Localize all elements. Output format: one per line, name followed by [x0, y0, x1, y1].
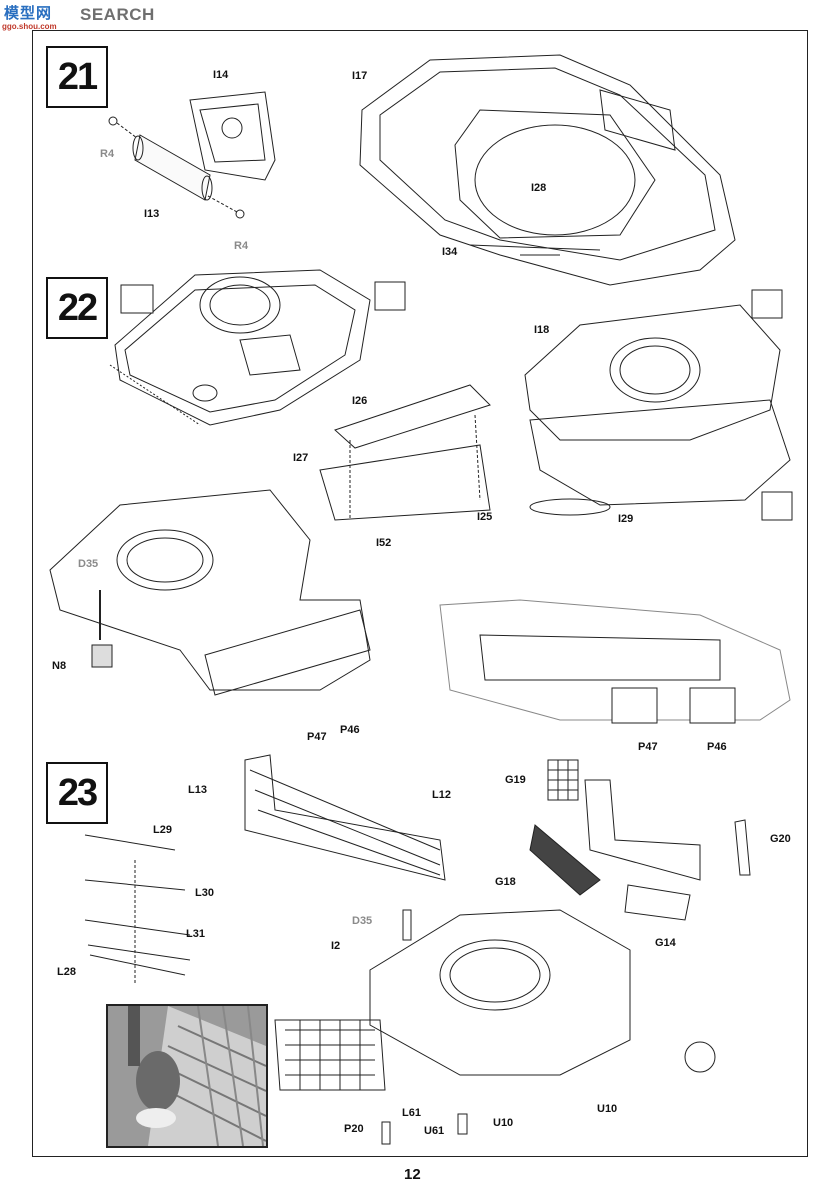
part-label-U10a: U10: [493, 1117, 514, 1129]
part-label-I27: I27: [293, 452, 309, 464]
part-label-D35b: D35: [352, 915, 373, 927]
part-label-I34: I34: [442, 246, 458, 258]
step21-art: [108, 54, 736, 286]
part-label-I28: I28: [531, 182, 547, 194]
part-label-D35a: D35: [78, 558, 99, 570]
part-label-I52: I52: [376, 537, 392, 549]
part-label-N8: N8: [52, 660, 67, 672]
step22-art: [49, 269, 793, 724]
part-label-I29: I29: [618, 513, 634, 525]
part-label-I25: I25: [477, 511, 493, 523]
part-label-I18: I18: [534, 324, 550, 336]
site-logo[interactable]: 模型网 SEARCH ggo.shou.com: [0, 0, 170, 32]
reference-photo-art: [108, 1006, 266, 1146]
step-22-box: 22: [46, 277, 108, 339]
logo-en-text: SEARCH: [80, 5, 155, 24]
part-label-L13: L13: [188, 784, 207, 796]
part-label-G19: G19: [505, 774, 526, 786]
part-label-I26: I26: [352, 395, 368, 407]
logo-url-text: ggo.shou.com: [2, 22, 57, 31]
part-label-P47a: P47: [307, 731, 327, 743]
part-label-U10b: U10: [597, 1103, 618, 1115]
step23-art: [84, 754, 751, 1145]
part-label-R4a: R4: [100, 148, 115, 160]
step-23-box: 23: [46, 762, 108, 824]
part-label-L31: L31: [186, 928, 205, 940]
part-label-L61: L61: [402, 1107, 421, 1119]
part-label-P46b: P46: [707, 741, 727, 753]
page-number: 12: [404, 1166, 421, 1183]
page-frame: [32, 30, 808, 1157]
part-label-G20: G20: [770, 833, 791, 845]
part-label-U61: U61: [424, 1125, 445, 1137]
logo-cn-text: 模型网: [4, 4, 53, 22]
part-label-I2: I2: [331, 940, 341, 952]
part-label-P47b: P47: [638, 741, 658, 753]
part-label-L29: L29: [153, 824, 172, 836]
part-label-I17: I17: [352, 70, 368, 82]
part-label-I13: I13: [144, 208, 160, 220]
part-label-R4b: R4: [234, 240, 249, 252]
part-label-L12: L12: [432, 789, 451, 801]
part-label-P20: P20: [344, 1123, 364, 1135]
part-label-L28: L28: [57, 966, 76, 978]
part-label-P46a: P46: [340, 724, 360, 736]
part-label-G18: G18: [495, 876, 516, 888]
part-label-L30: L30: [195, 887, 214, 899]
part-label-I14: I14: [213, 69, 229, 81]
part-label-G14: G14: [655, 937, 676, 949]
reference-photo: [106, 1004, 268, 1148]
step-21-box: 21: [46, 46, 108, 108]
